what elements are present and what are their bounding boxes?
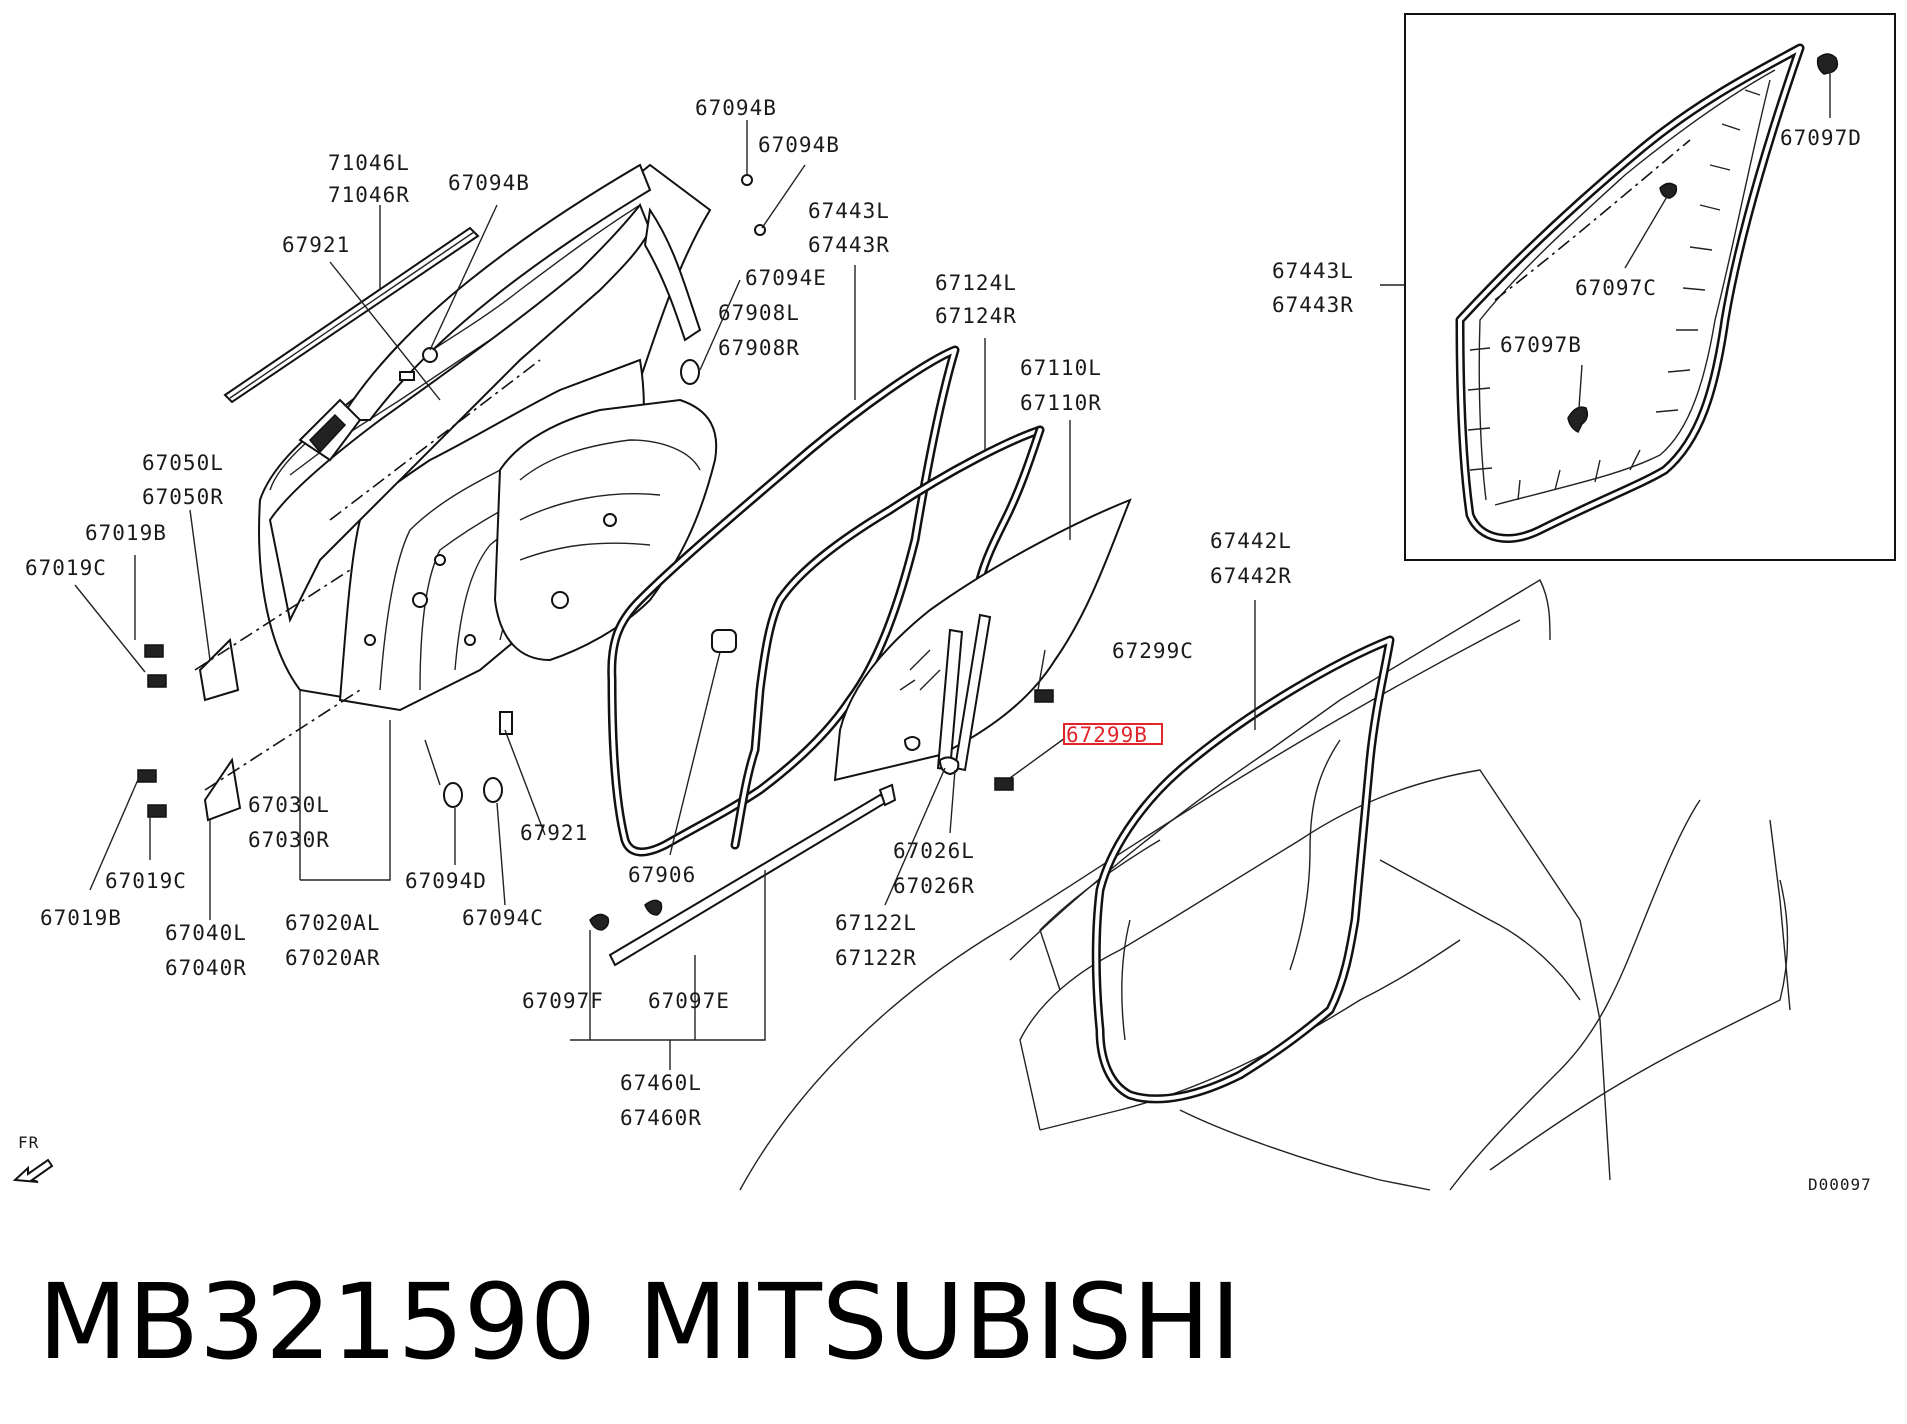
label-67097C: 67097C — [1575, 276, 1657, 300]
label-67050L: 67050L — [142, 451, 224, 475]
label-67110L: 67110L — [1020, 356, 1102, 380]
part-number-caption: MB321590 — [38, 1261, 596, 1383]
label-71046L: 71046L — [328, 151, 410, 175]
label-67124L: 67124L — [935, 271, 1017, 295]
leader-lines — [74, 65, 1831, 1070]
label-67019B: 67019B — [85, 521, 167, 545]
label-67906: 67906 — [628, 863, 696, 887]
label-67094C: 67094C — [462, 906, 544, 930]
label-67122R: 67122R — [835, 946, 917, 970]
lower-sash-molding — [589, 783, 897, 967]
car-body — [739, 579, 1791, 1191]
label-67908L: 67908L — [718, 301, 800, 325]
label-67443L: 67443L — [808, 199, 890, 223]
label-67124R: 67124R — [935, 304, 1017, 328]
label-67094B: 67094B — [695, 96, 777, 120]
label-67026R: 67026R — [893, 874, 975, 898]
label-67443L: 67443L — [1272, 259, 1354, 283]
label-67094B: 67094B — [758, 133, 840, 157]
label-67097B: 67097B — [1500, 333, 1582, 357]
glass-guide-rails — [903, 613, 992, 776]
inset-box — [1404, 13, 1896, 561]
label-67030L: 67030L — [248, 793, 330, 817]
door-shell — [258, 163, 718, 712]
arrow-icon — [12, 1158, 54, 1183]
label-67442L: 67442L — [1210, 529, 1292, 553]
label-67020AL: 67020AL — [285, 911, 381, 935]
label-67020AR: 67020AR — [285, 946, 381, 970]
label-67299B[interactable]: 67299B — [1066, 723, 1148, 747]
label-67299C: 67299C — [1112, 639, 1194, 663]
glass-run-channel — [607, 345, 960, 857]
label-67097D: 67097D — [1780, 126, 1862, 150]
front-label: FR — [18, 1133, 39, 1152]
label-67460L: 67460L — [620, 1071, 702, 1095]
label-67040R: 67040R — [165, 956, 247, 980]
label-67443R: 67443R — [808, 233, 890, 257]
part-labels: 71046L 71046R 67094B 67094B 67094B 67921… — [25, 96, 1862, 1130]
label-67094D: 67094D — [405, 869, 487, 893]
label-67460R: 67460R — [620, 1106, 702, 1130]
diagram-code: D00097 — [1808, 1175, 1872, 1194]
label-67097E: 67097E — [648, 989, 730, 1013]
brand-caption: MITSUBISHI — [638, 1261, 1241, 1383]
label-67019B: 67019B — [40, 906, 122, 930]
label-67050R: 67050R — [142, 485, 224, 509]
label-67122L: 67122L — [835, 911, 917, 935]
label-67110R: 67110R — [1020, 391, 1102, 415]
label-67921: 67921 — [520, 821, 588, 845]
window-channel — [730, 425, 1045, 850]
label-71046R: 71046R — [328, 183, 410, 207]
front-direction-marker: FR — [12, 1133, 54, 1183]
assembly-lines — [194, 359, 541, 791]
label-67030R: 67030R — [248, 828, 330, 852]
label-67019C: 67019C — [105, 869, 187, 893]
label-67908R: 67908R — [718, 336, 800, 360]
highlight-box — [1063, 723, 1163, 745]
label-67094B: 67094B — [448, 171, 530, 195]
belt-molding — [223, 226, 480, 404]
hinges — [137, 629, 1054, 822]
label-67019C: 67019C — [25, 556, 107, 580]
label-67921: 67921 — [282, 233, 350, 257]
label-67097F: 67097F — [522, 989, 604, 1013]
label-67442R: 67442R — [1210, 564, 1292, 588]
label-67443R: 67443R — [1272, 293, 1354, 317]
label-67040L: 67040L — [165, 921, 247, 945]
label-67026L: 67026L — [893, 839, 975, 863]
clips — [399, 174, 766, 808]
label-67094E: 67094E — [745, 266, 827, 290]
